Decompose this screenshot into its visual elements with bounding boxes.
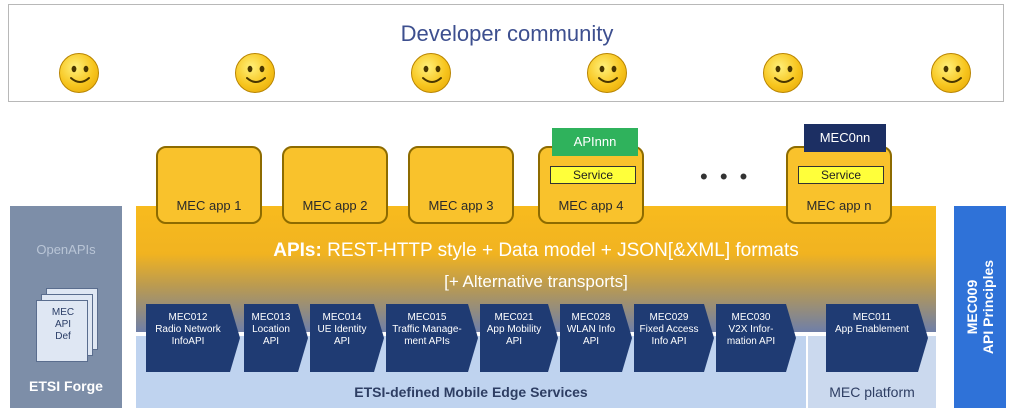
apinnn-tag: APInnn	[552, 128, 638, 156]
mec-app-3: MEC app 3	[408, 146, 514, 224]
api-band-line1-text: REST-HTTP style + Data model + JSON[&XML…	[321, 240, 799, 261]
mec014-service: MEC014 UE Identity API	[310, 304, 384, 372]
smiley-icon	[235, 53, 275, 93]
mec021-service: MEC021 App Mobility API	[480, 304, 558, 372]
mec-app-label: MEC app 3	[428, 198, 494, 213]
service-id: MEC015	[407, 312, 447, 323]
mec-app-n: Service MEC app n	[786, 146, 892, 224]
mec013-service: MEC013 Location API	[244, 304, 308, 372]
community-title: Developer community	[400, 21, 614, 46]
service-box: Service	[798, 166, 884, 184]
service-id: MEC013	[251, 312, 291, 323]
openapis-label: OpenAPIs	[36, 242, 96, 257]
mec028-service: MEC028 WLAN Info API	[560, 304, 632, 372]
smiley-icon	[763, 53, 803, 93]
api-principles-panel: MEC009 API Principles	[954, 206, 1006, 408]
api-principles-text: API Principles	[980, 259, 996, 355]
api-principles-label: MEC009 API Principles	[964, 212, 996, 402]
service-desc: WLAN Info API	[566, 324, 616, 347]
service-desc: Radio Network InfoAPI	[155, 324, 221, 347]
mec-app-1: MEC app 1	[156, 146, 262, 224]
service-desc: Fixed Access Info API	[639, 324, 699, 347]
api-band-line2: [+ Alternative transports]	[444, 272, 628, 291]
service-id: MEC029	[649, 312, 689, 323]
service-desc: App Mobility API	[486, 324, 542, 347]
smiley-icon	[411, 53, 451, 93]
mec-app-label: MEC app 2	[302, 198, 368, 213]
service-desc: App Enablement	[835, 324, 909, 335]
smiley-icon	[587, 53, 627, 93]
service-desc: Location API	[252, 324, 290, 347]
etsi-forge-label: ETSI Forge	[29, 378, 103, 394]
smiley-icon	[59, 53, 99, 93]
mec-app-4: Service MEC app 4	[538, 146, 644, 224]
mec0nn-tag: MEC0nn	[804, 124, 886, 152]
api-band-line1: APIs: REST-HTTP style + Data model + JSO…	[136, 240, 936, 262]
service-id: MEC011	[852, 312, 892, 323]
service-id: MEC028	[571, 312, 611, 323]
mec015-service: MEC015 Traffic Manage-ment APIs	[386, 304, 478, 372]
developer-community-panel: Developer community	[8, 4, 1004, 102]
service-id: MEC030	[731, 312, 771, 323]
mobile-edge-services-label: ETSI-defined Mobile Edge Services	[354, 384, 588, 400]
mec-platform-label: MEC platform	[829, 384, 915, 400]
mec-app-label: MEC app n	[806, 198, 872, 213]
service-desc: UE Identity API	[317, 324, 367, 347]
ellipsis: • • •	[700, 164, 751, 189]
mec029-service: MEC029 Fixed Access Info API	[634, 304, 714, 372]
smiley-icon	[931, 53, 971, 93]
api-band: APIs: REST-HTTP style + Data model + JSO…	[136, 206, 936, 332]
mec-app-label: MEC app 1	[176, 198, 242, 213]
mec012-service: MEC012 Radio Network InfoAPI	[146, 304, 240, 372]
mec-app-2: MEC app 2	[282, 146, 388, 224]
service-id: MEC021	[494, 312, 534, 323]
mec009-label: MEC009	[964, 279, 980, 335]
api-band-prefix: APIs:	[273, 240, 322, 261]
service-id: MEC012	[168, 312, 208, 323]
mec-app-label: MEC app 4	[558, 198, 624, 213]
service-desc: Traffic Manage-ment APIs	[392, 324, 462, 347]
mec030-service: MEC030 V2X Infor-mation API	[716, 304, 796, 372]
service-desc: V2X Infor-mation API	[726, 324, 776, 347]
mec011-service: MEC011 App Enablement	[826, 304, 928, 372]
service-id: MEC014	[322, 312, 362, 323]
service-box: Service	[550, 166, 636, 184]
